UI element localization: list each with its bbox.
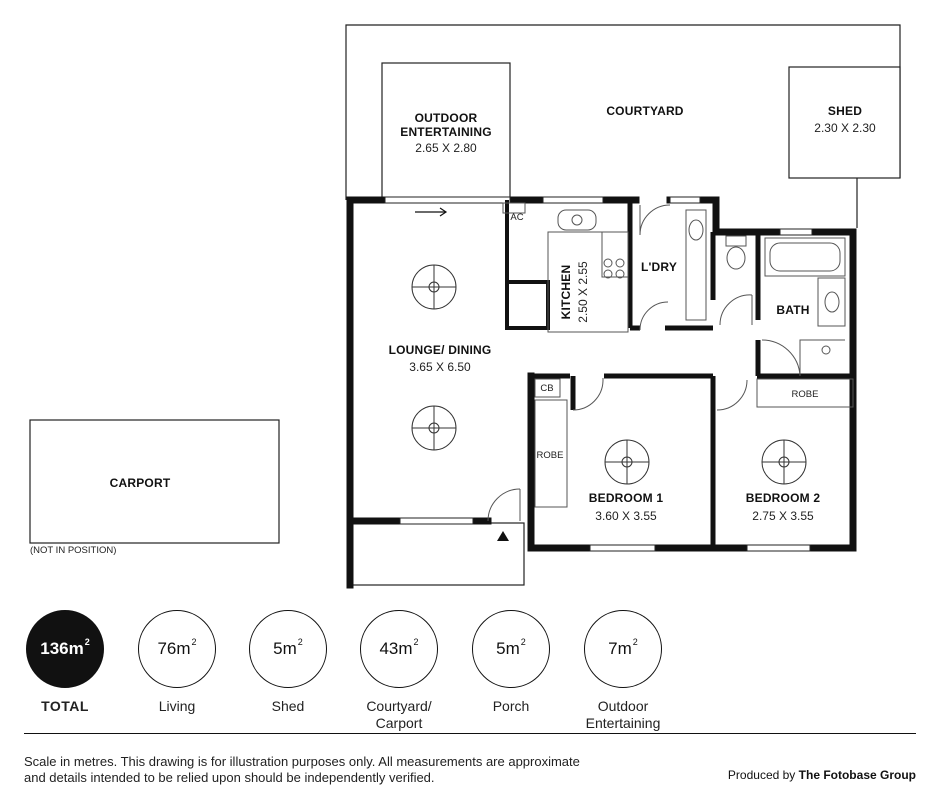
area-label: Porch [446,698,576,715]
outdoor-entertaining-area [381,62,511,203]
door-swings [487,378,748,522]
kitchen-dims: 2.50 X 2.55 [576,261,590,323]
outdoor-dims: 2.65 X 2.80 [415,141,477,155]
bedroom1-label: BEDROOM 1 [589,491,664,505]
ac-label: AC [510,212,523,223]
sliding-door-arrow [415,207,448,217]
shed-area [788,66,901,179]
area-label-line1: Shed [271,698,305,714]
area-unit-sup: 2 [520,637,526,647]
area-value: 7m [608,639,632,658]
kitchen-label: KITCHEN [559,265,573,320]
storage-outlines [534,378,854,508]
area-label-line2: Entertaining [585,715,661,731]
area-label-line1: TOTAL [41,698,89,714]
area-value: 5m [273,639,297,658]
area-label: TOTAL [0,698,130,715]
ceiling-fan-icon [411,405,457,451]
area-label-line1: Courtyard/ [366,698,432,714]
robe1-label: ROBE [537,450,564,461]
area-unit-sup: 2 [84,637,90,647]
divider [24,733,916,734]
ceiling-fan-icon [761,439,807,485]
producer-credit: Produced by The Fotobase Group [728,768,916,782]
cb-label: CB [540,383,553,394]
area-value: 136m [40,639,84,658]
laundry-fixtures [639,204,753,331]
laundry-label: L'DRY [641,260,677,274]
floor-plan: COURTYARD OUTDOOR ENTERTAINING 2.65 X 2.… [29,24,901,589]
area-label-line1: Living [158,698,196,714]
disclaimer-text: Scale in metres. This drawing is for ill… [24,754,580,785]
kitchen-counters [502,202,629,333]
area-label: Living [112,698,242,715]
shed-dims: 2.30 X 2.30 [814,121,876,135]
interior-walls [505,200,853,548]
carport-label: CARPORT [110,476,171,490]
area-label: Shed [223,698,353,715]
area-unit-sup: 2 [413,637,419,647]
windows [384,196,813,552]
area-label-line1: Porch [492,698,530,714]
area-label-line1: Outdoor [597,698,649,714]
credit-company: The Fotobase Group [798,768,916,782]
carport-note: (NOT IN POSITION) [30,545,116,556]
area-label: Courtyard/Carport [334,698,464,732]
lounge-dims: 3.65 X 6.50 [409,360,471,374]
area-label-line2: Carport [375,715,423,731]
bedroom2-label: BEDROOM 2 [746,491,821,505]
area-unit-sup: 2 [191,637,197,647]
courtyard-label: COURTYARD [606,104,683,118]
bedroom1-dims: 3.60 X 3.55 [595,509,657,523]
bedroom2-dims: 2.75 X 3.55 [752,509,814,523]
bathroom-fixtures [761,237,846,377]
area-unit-sup: 2 [297,637,303,647]
ceiling-fan-icon [604,439,650,485]
carport-area [29,419,280,544]
credit-prefix: Produced by [727,768,796,782]
outdoor-label-line1: OUTDOOR [415,111,478,125]
robe2-label: ROBE [792,389,819,400]
lounge-label: LOUNGE/ DINING [389,343,492,357]
entry-arrow-icon [497,531,509,541]
porch-area [349,522,525,586]
area-value: 43m [379,639,413,658]
area-value: 5m [496,639,520,658]
area-unit-sup: 2 [632,637,638,647]
ceiling-fan-icon [411,264,457,310]
shed-label: SHED [828,104,862,118]
outdoor-label-line2: ENTERTAINING [400,125,492,139]
exterior-walls [346,196,857,589]
bath-label: BATH [776,303,809,317]
area-value: 76m [157,639,191,658]
